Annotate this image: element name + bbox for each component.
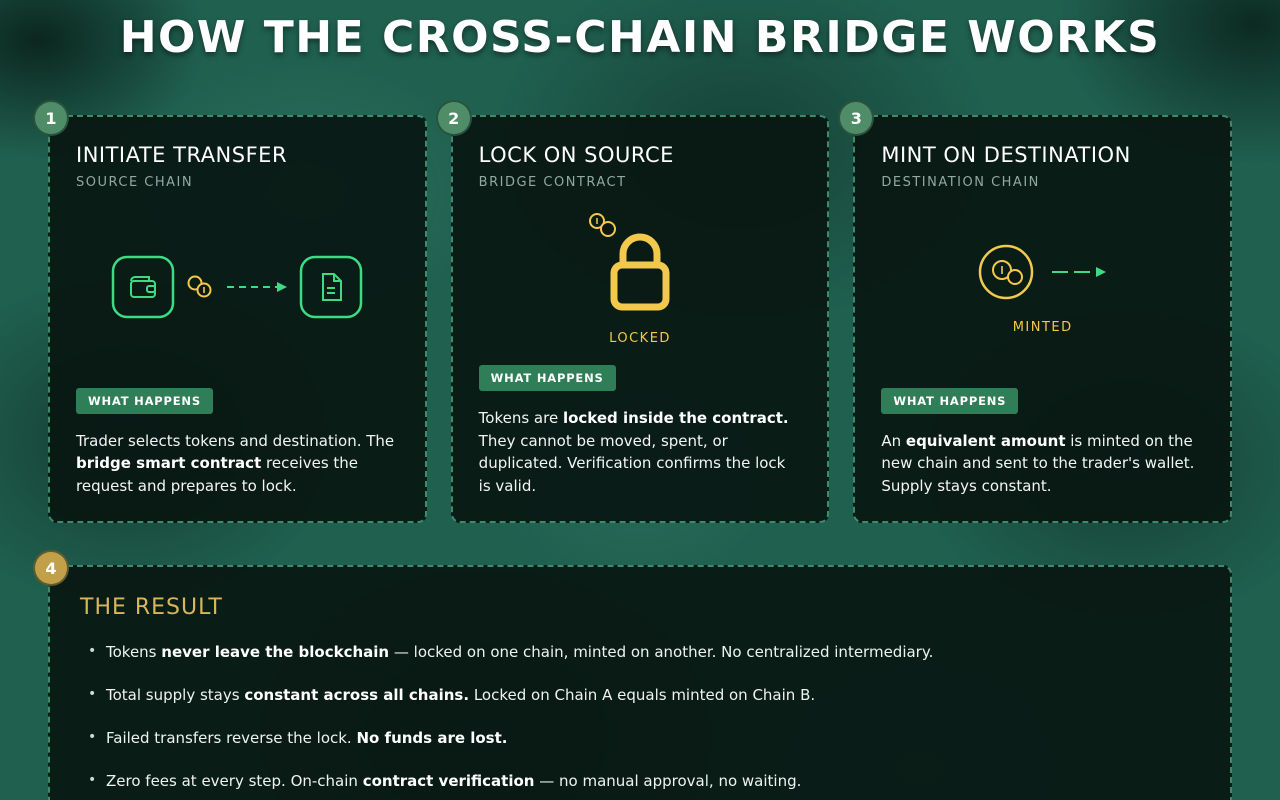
result-bullet: Tokens never leave the blockchain — lock…	[80, 642, 1200, 663]
result-bullet-list: Tokens never leave the blockchain — lock…	[80, 642, 1200, 792]
step-description: Trader selects tokens and destination. T…	[76, 431, 395, 495]
result-title: THE RESULT	[80, 595, 223, 620]
result-bullet: Zero fees at every step. On-chain contra…	[80, 771, 1200, 792]
what-happens-badge: WHAT HAPPENS	[478, 365, 616, 391]
step-description: Tokens are locked inside the contract. T…	[478, 409, 789, 495]
step-subtitle: BRIDGE CONTRACT	[478, 175, 627, 190]
step-subtitle: SOURCE CHAIN	[76, 175, 194, 190]
step-number-badge: 2	[435, 100, 472, 136]
step-card-initiate-transfer: 1 INITIATE TRANSFER SOURCE CHAIN	[33, 100, 427, 523]
what-happens-badge: WHAT HAPPENS	[881, 387, 1019, 414]
mint-label: MINTED	[1012, 320, 1073, 336]
step-icon-area: LOCKED	[479, 190, 802, 365]
step-title: MINT ON DESTINATION	[881, 143, 1131, 167]
step-number-badge: 1	[33, 100, 69, 136]
step-title: INITIATE TRANSFER	[76, 143, 288, 167]
mint-coin-arrow-icon	[976, 242, 1110, 306]
step-number-badge: 3	[838, 100, 875, 136]
step-card-mint-on-destination: 3 MINT ON DESTINATION DESTINATION CHAIN …	[838, 100, 1233, 523]
lock-icon	[581, 209, 699, 317]
result-card: 4 THE RESULT Tokens never leave the bloc…	[33, 550, 1232, 800]
dashed-arrow-icon	[225, 279, 289, 299]
result-bullet: Failed transfers reverse the lock. No fu…	[80, 728, 1200, 749]
step-description: An equivalent amount is minted on the ne…	[881, 431, 1195, 495]
page-title: HOW THE CROSS-CHAIN BRIDGE WORKS	[119, 12, 1161, 63]
step-icon-area: MINTED	[881, 190, 1204, 388]
step-title: LOCK ON SOURCE	[478, 143, 674, 167]
step-icon-area	[76, 190, 399, 388]
steps-row: 1 INITIATE TRANSFER SOURCE CHAIN	[33, 100, 1233, 523]
lock-label: LOCKED	[609, 331, 671, 346]
result-number-badge: 4	[33, 550, 69, 586]
transfer-icon-row	[111, 255, 363, 323]
step-card-lock-on-source: 2 LOCK ON SOURCE BRIDGE CONTRACT LOCKED …	[435, 100, 830, 523]
wallet-icon	[111, 255, 175, 323]
step-subtitle: DESTINATION CHAIN	[881, 175, 1040, 190]
what-happens-badge: WHAT HAPPENS	[76, 387, 213, 414]
document-icon	[299, 255, 363, 323]
coins-icon	[185, 274, 215, 304]
result-bullet: Total supply stays constant across all c…	[80, 685, 1200, 706]
